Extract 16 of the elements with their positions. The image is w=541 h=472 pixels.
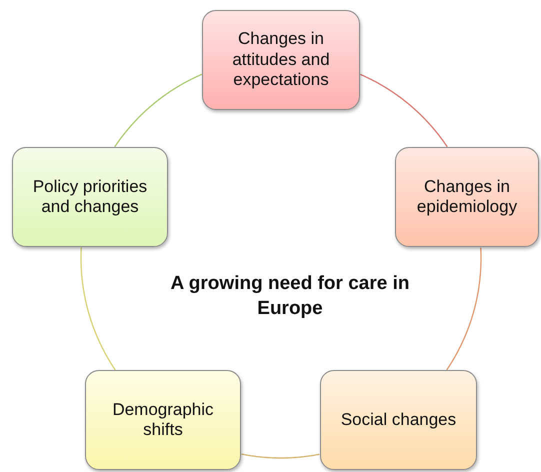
box-label: Changes in attitudes and expectations: [231, 29, 331, 91]
rounded-box: [320, 370, 477, 470]
box-label: Policy priorities and changes: [32, 176, 148, 218]
connector-arc: [360, 74, 448, 148]
box-label: Demographic shifts: [111, 400, 215, 440]
connector-arc: [114, 74, 202, 148]
rounded-box: [395, 147, 539, 247]
box-label: Social changes: [340, 410, 456, 430]
rounded-box: [85, 370, 241, 470]
rounded-box: [12, 147, 168, 247]
diagram-title: A growing need for care in Europe: [170, 272, 410, 321]
connector-arc: [80, 247, 116, 370]
rounded-box: [202, 10, 360, 110]
box-label: Changes in epidemiology: [416, 176, 518, 218]
connector-arc: [241, 454, 320, 459]
connector-arc: [446, 248, 482, 370]
